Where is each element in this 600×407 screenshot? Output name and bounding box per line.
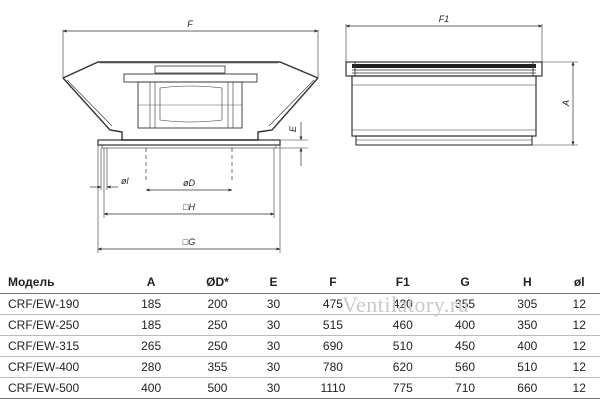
cell-a: 185 [141, 297, 162, 311]
cell-f1: 775 [392, 381, 413, 395]
label-e: E [288, 125, 298, 132]
label-g: □G [183, 237, 195, 247]
cell-d: 200 [207, 297, 228, 311]
label-h: □H [183, 202, 195, 212]
cell-f1: 460 [392, 318, 413, 332]
cell-f: 1110 [320, 381, 346, 395]
label-d: øD [183, 178, 195, 188]
cell-l: 12 [572, 318, 586, 332]
cell-l: 12 [572, 360, 586, 374]
table-header-row: Модель A ØD* E F F1 G H øl [0, 271, 600, 294]
cell-model: CRF/EW-250 [8, 318, 80, 332]
cell-g: 400 [455, 318, 476, 332]
cell-a: 265 [141, 339, 162, 353]
header-model: Модель [8, 275, 55, 289]
cell-a: 400 [141, 381, 162, 395]
cell-d: 250 [207, 339, 228, 353]
header-a: A [146, 275, 156, 289]
technical-drawing: F øl øD □H □G E F1 A [62, 14, 578, 253]
header-g: G [460, 275, 470, 289]
cell-g: 355 [455, 297, 476, 311]
cell-f: 690 [322, 339, 343, 353]
label-f1: F1 [439, 14, 450, 24]
header-e: E [269, 275, 278, 289]
cell-d: 355 [207, 360, 228, 374]
cell-l: 12 [572, 339, 586, 353]
header-f1: F1 [395, 275, 410, 289]
label-a: A [561, 100, 571, 107]
table-row: CRF/EW-500 400 500 30 1110 775 710 660 1… [0, 378, 600, 399]
label-f: F [187, 19, 193, 29]
front-view [62, 29, 319, 253]
cell-f: 780 [322, 360, 343, 374]
cell-e: 30 [266, 297, 281, 311]
cell-f1: 510 [392, 339, 413, 353]
cell-h: 510 [517, 360, 538, 374]
cell-h: 660 [517, 381, 538, 395]
cell-e: 30 [266, 381, 281, 395]
header-f: F [329, 275, 337, 289]
cell-model: CRF/EW-315 [8, 339, 80, 353]
table-row: CRF/EW-250 185 250 30 515 460 400 350 12 [0, 315, 600, 336]
table-row: CRF/EW-190 185 200 30 475 420 355 305 12 [0, 294, 600, 315]
dimensions-table: Модель A ØD* E F F1 G H øl CRF/EW-190 18… [0, 271, 600, 399]
cell-d: 250 [207, 318, 228, 332]
cell-a: 280 [141, 360, 162, 374]
header-l: øl [573, 275, 585, 289]
cell-g: 450 [455, 339, 476, 353]
table-row: CRF/EW-315 265 250 30 690 510 450 400 12 [0, 336, 600, 357]
cell-g: 710 [455, 381, 476, 395]
cell-f: 515 [322, 318, 343, 332]
cell-g: 560 [455, 360, 476, 374]
header-d: ØD* [206, 275, 229, 289]
cell-h: 400 [517, 339, 538, 353]
side-view [345, 24, 578, 146]
table-row: CRF/EW-400 280 355 30 780 620 560 510 12 [0, 357, 600, 378]
cell-a: 185 [141, 318, 162, 332]
cell-e: 30 [266, 339, 281, 353]
cell-f1: 620 [392, 360, 413, 374]
cell-d: 500 [207, 381, 228, 395]
cell-e: 30 [266, 318, 281, 332]
label-l: øl [121, 176, 129, 186]
cell-h: 350 [517, 318, 538, 332]
cell-h: 305 [517, 297, 538, 311]
cell-model: CRF/EW-500 [8, 381, 80, 395]
cell-e: 30 [266, 360, 281, 374]
cell-f1: 420 [392, 297, 413, 311]
cell-l: 12 [572, 297, 586, 311]
cell-f: 475 [322, 297, 343, 311]
cell-model: CRF/EW-190 [8, 297, 80, 311]
header-h: H [522, 275, 532, 289]
cell-l: 12 [572, 381, 586, 395]
cell-model: CRF/EW-400 [8, 360, 80, 374]
